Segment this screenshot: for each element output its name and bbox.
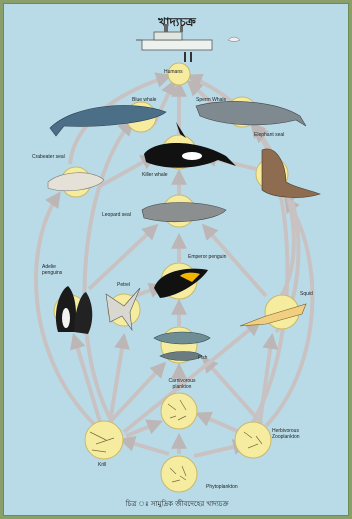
elephant-seal-icon	[262, 149, 320, 198]
arrow-phyto-krill	[122, 440, 169, 454]
label-leopard-seal: Leopard seal	[102, 212, 131, 218]
arrow-bluewhale-humans	[154, 82, 174, 124]
leopard-seal-icon	[142, 203, 226, 222]
person-icon	[184, 52, 186, 62]
label-emperor-penguin: Emperor penguin	[188, 254, 226, 260]
label-adelie-penguins: Adelie penguins	[42, 264, 72, 276]
label-petrel: Petrel	[117, 282, 130, 288]
figure-caption: চিত্র ঃ সামুদ্রিক জীবদেহের খাদ্যচক্র	[4, 498, 350, 510]
label-humans: Humans	[164, 69, 183, 75]
phytoplankton-node	[161, 456, 197, 492]
label-squid: Squid	[300, 291, 313, 297]
label-crabeater-seal: Crabeater seal	[32, 154, 65, 160]
carnivorous-plankton-node	[161, 393, 197, 429]
person-icon	[190, 52, 192, 62]
ship-illustration	[136, 24, 240, 62]
label-elephant-seal: Elephant seal	[254, 132, 284, 138]
arrow-herbivorous-fish	[204, 359, 262, 424]
arrow-squid-leopard	[204, 226, 266, 296]
label-herbivorous-zooplankton: Herbivorous Zooplankton	[272, 428, 312, 440]
food-web-diagram	[4, 4, 350, 517]
label-killer-whale: Killer whale	[142, 172, 168, 178]
label-krill: Krill	[98, 462, 106, 468]
label-blue-whale: Blue whale	[132, 97, 156, 103]
helicopter-icon	[228, 37, 240, 42]
krill-node	[85, 421, 123, 459]
label-sperm-whale: Sperm Whale	[196, 97, 226, 103]
adelie-penguin-belly-icon	[62, 308, 70, 328]
label-phytoplankton: Phytoplankton	[206, 484, 238, 490]
crabeater-seal-icon	[48, 173, 104, 191]
herbivorous-zooplankton-node	[235, 422, 271, 458]
sperm-whale-icon	[196, 101, 306, 126]
killer-whale-patch-icon	[182, 152, 202, 160]
arrow-adelie-leopard	[89, 226, 156, 289]
label-carnivorous-plankton: Carnivorous plankton	[162, 378, 202, 390]
label-fish: Fish	[198, 355, 207, 361]
food-web-page: খাদ্যচক্র	[3, 3, 349, 516]
